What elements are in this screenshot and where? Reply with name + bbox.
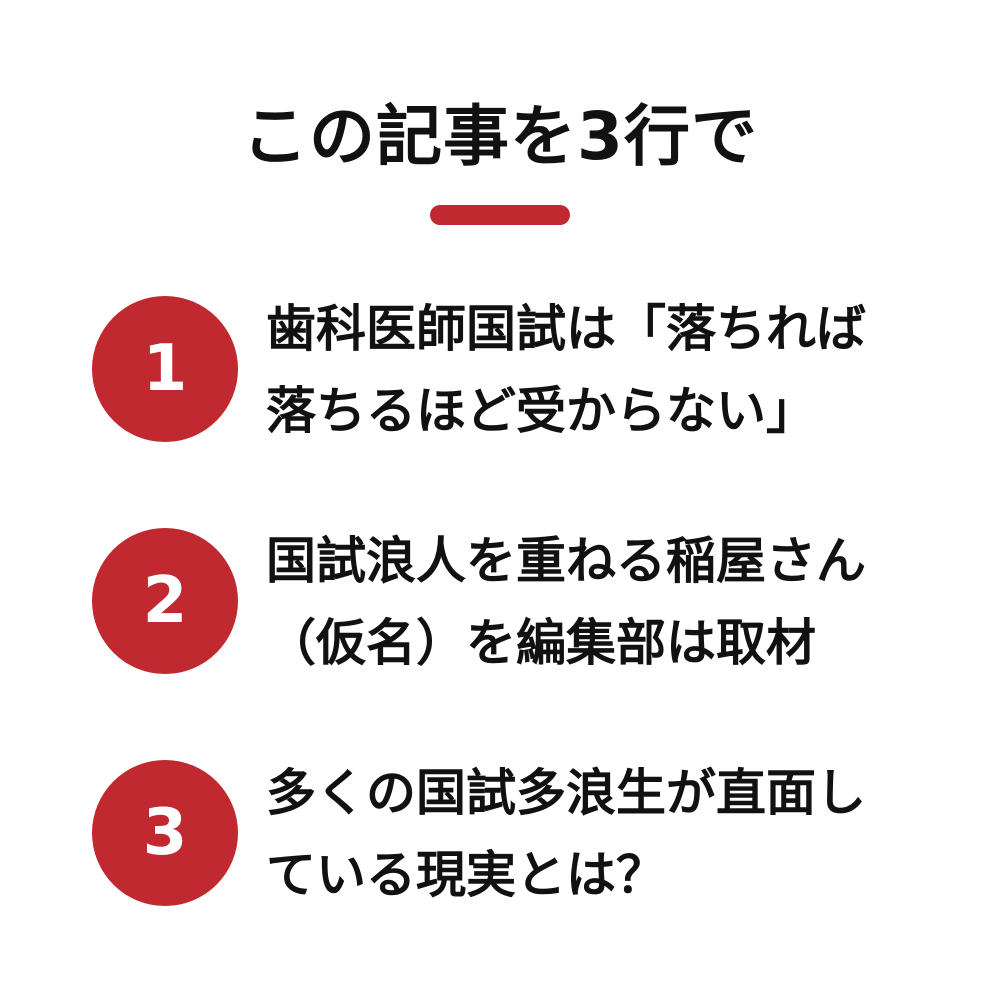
point-line: 多くの国試多浪生が直面し [266, 764, 866, 822]
point-text: 歯科医師国試は「落ちれば 落ちるほど受からない」 [266, 288, 926, 452]
point-line: 国試浪人を重ねる稲屋さん [266, 532, 866, 590]
point-text: 多くの国試多浪生が直面し ている現実とは？ [266, 752, 926, 916]
title-underline [430, 205, 570, 225]
page-title: この記事を3行で [242, 98, 758, 175]
summary-point-3: 3 多くの国試多浪生が直面し ている現実とは？ [0, 752, 1000, 912]
summary-point-2: 2 国試浪人を重ねる稲屋さん （仮名）を編集部は取材 [0, 520, 1000, 680]
point-line: 歯科医師国試は「落ちれば [266, 300, 866, 358]
point-text: 国試浪人を重ねる稲屋さん （仮名）を編集部は取材 [266, 520, 926, 684]
point-line: 落ちるほど受からない」 [266, 382, 816, 440]
point-line: （仮名）を編集部は取材 [266, 614, 816, 672]
number-badge: 2 [92, 528, 238, 674]
summary-point-1: 1 歯科医師国試は「落ちれば 落ちるほど受からない」 [0, 288, 1000, 448]
number-badge: 3 [92, 760, 238, 906]
number-badge: 1 [92, 296, 238, 442]
point-line: ている現実とは？ [266, 846, 666, 904]
